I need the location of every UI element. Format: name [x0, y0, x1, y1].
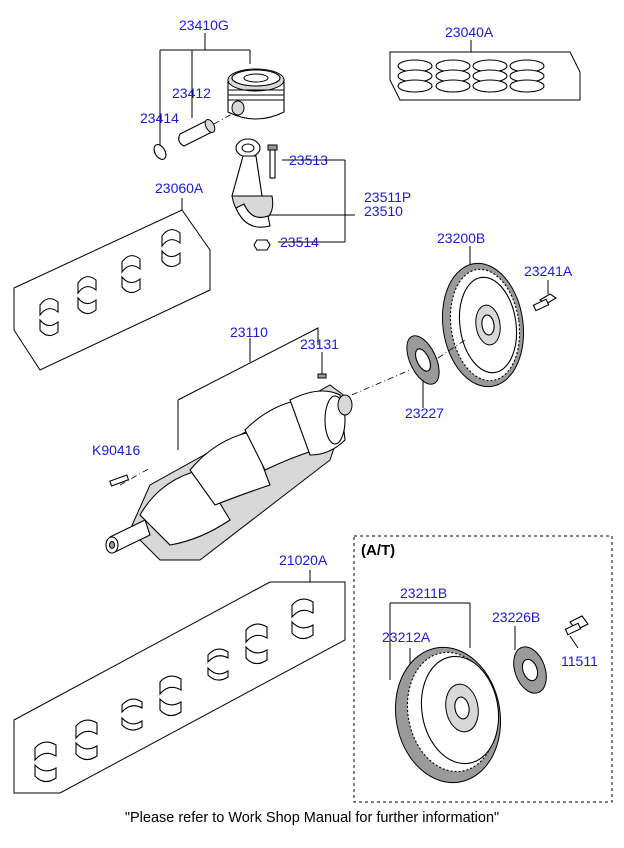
callout-23513: 23513	[289, 152, 328, 168]
callout-23212A: 23212A	[382, 629, 431, 645]
callout-23510: 23510	[364, 203, 403, 219]
piston-rings-group	[389, 40, 581, 101]
callout-21020A: 21020A	[279, 552, 328, 568]
callout-23241A: 23241A	[524, 263, 573, 279]
callout-23514: 23514	[280, 234, 319, 250]
snap-ring	[153, 144, 167, 160]
callout-23200B: 23200B	[437, 230, 485, 246]
callout-23414: 23414	[140, 110, 179, 126]
callout-11511: 11511	[561, 653, 598, 669]
callout-23227: 23227	[405, 405, 444, 421]
at-box-label: (A/T)	[361, 542, 395, 559]
footer-note: "Please refer to Work Shop Manual for fu…	[124, 810, 500, 826]
flywheel	[441, 246, 558, 388]
crankshaft	[105, 327, 466, 561]
connecting-rod	[231, 138, 355, 251]
at-box	[353, 535, 613, 803]
callout-23060A: 23060A	[155, 180, 204, 196]
ring-set	[397, 59, 545, 93]
callout-K90416: K90416	[92, 442, 140, 458]
piston-pin	[178, 113, 233, 147]
drive-plate	[394, 646, 502, 784]
callout-23211B: 23211B	[400, 585, 447, 601]
callout-23226B: 23226B	[492, 609, 540, 625]
adapter-plate	[513, 646, 547, 694]
callout-23110: 23110	[230, 324, 268, 340]
main-bearing-shells	[34, 598, 314, 783]
callout-23412: 23412	[172, 85, 211, 101]
drive-plate-bolt	[564, 615, 589, 636]
main-bearing-set	[13, 570, 346, 794]
spacer-plate	[406, 335, 440, 408]
callout-23040A: 23040A	[445, 24, 494, 40]
piston	[227, 68, 285, 120]
bearing-shells	[39, 229, 181, 337]
callout-23131: 23131	[300, 336, 339, 352]
callout-23511P: 23511P	[364, 189, 411, 205]
conrod-bearing-set	[13, 198, 211, 371]
callout-23410G: 23410G	[179, 17, 229, 33]
piston-kit-group	[153, 33, 285, 160]
